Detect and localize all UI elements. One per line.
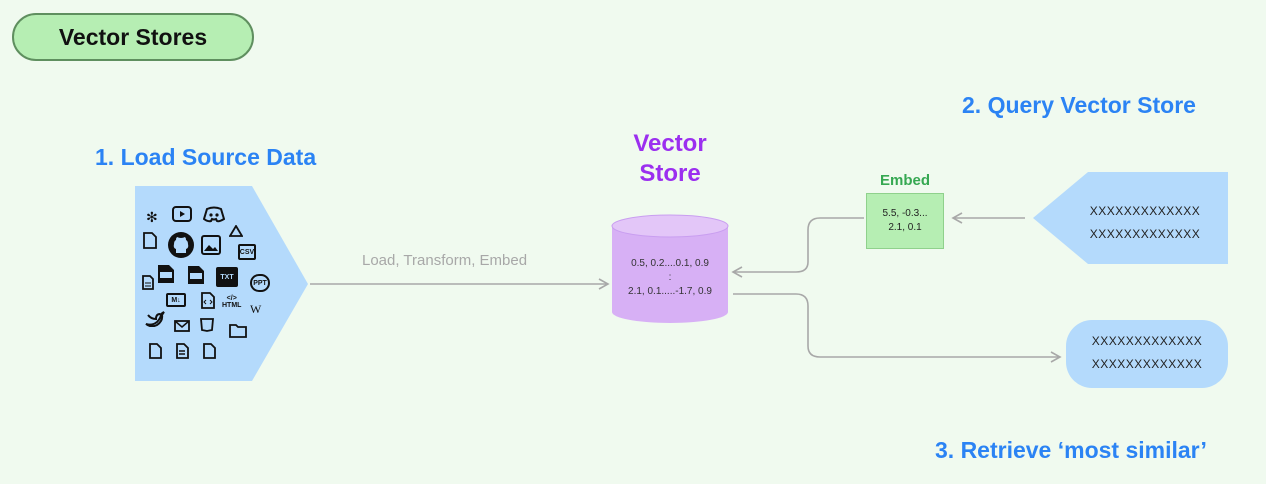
vector-store-title: Vector Store bbox=[633, 130, 707, 187]
css-icon bbox=[200, 318, 214, 334]
markdown-icon: M↓ bbox=[166, 293, 186, 307]
html-icon: </>HTML bbox=[222, 295, 242, 309]
youtube-icon bbox=[172, 206, 192, 224]
doc-icon bbox=[142, 275, 154, 292]
file-icon-2 bbox=[149, 343, 162, 361]
embed-to-store-arrow bbox=[731, 217, 864, 278]
retrieve-shape bbox=[1066, 320, 1228, 388]
embed-box: 5.5, -0.3... 2.1, 0.1 bbox=[866, 193, 944, 249]
github-icon bbox=[167, 231, 195, 261]
txt-icon: TXT bbox=[216, 267, 238, 287]
query-text: XXXXXXXXXXXXX XXXXXXXXXXXXX bbox=[1089, 204, 1201, 241]
email-icon bbox=[174, 320, 190, 334]
store-to-retrieve-arrow bbox=[733, 293, 1062, 363]
load-transform-embed-label: Load, Transform, Embed bbox=[362, 252, 528, 269]
wikipedia-icon: W bbox=[250, 302, 262, 316]
embed-label: Embed bbox=[879, 172, 930, 189]
folder-icon bbox=[229, 323, 247, 340]
csv-icon: CSV bbox=[238, 244, 256, 260]
heading-retrieve-most-similar: 3. Retrieve ‘most similar’ bbox=[935, 437, 1207, 463]
code-file-icon bbox=[201, 292, 215, 311]
file-icon-3 bbox=[203, 343, 216, 361]
vector-store-values: 0.5, 0.2....0.1, 0.9 : 2.1, 0.1.....-1.7… bbox=[628, 258, 712, 297]
epub-icon bbox=[187, 265, 205, 287]
file-icon bbox=[143, 232, 157, 251]
twitter-icon bbox=[145, 311, 165, 329]
retrieve-text: XXXXXXXXXXXXX XXXXXXXXXXXXX bbox=[1091, 334, 1203, 371]
heading-load-source-data: 1. Load Source Data bbox=[95, 144, 317, 170]
text-file-icon bbox=[176, 343, 189, 361]
heading-query-vector-store: 2. Query Vector Store bbox=[962, 92, 1196, 118]
slack-icon: ✻ bbox=[146, 209, 158, 225]
vector-store-cylinder bbox=[611, 214, 729, 323]
google-drive-icon bbox=[228, 224, 244, 239]
image-icon bbox=[201, 235, 221, 257]
discord-icon bbox=[202, 206, 226, 225]
ppt-icon: PPT bbox=[250, 274, 270, 292]
query-shape bbox=[1033, 172, 1228, 264]
pdf-icon bbox=[157, 264, 175, 286]
page-title: Vector Stores bbox=[12, 13, 254, 61]
